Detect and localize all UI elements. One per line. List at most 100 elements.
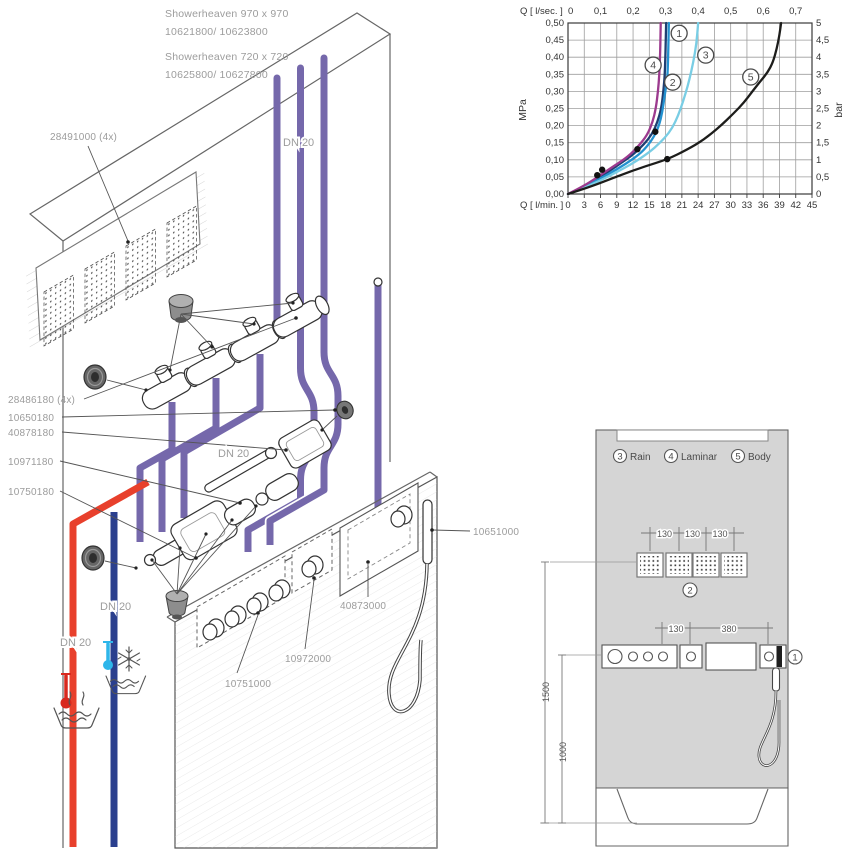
y-right-tick: 0,5 bbox=[816, 172, 829, 183]
callout-circle-2 bbox=[682, 582, 698, 598]
flow-dot bbox=[664, 155, 671, 163]
product-codes-2: 10625800/ 10627800 bbox=[165, 69, 268, 81]
porter-knob bbox=[390, 505, 413, 528]
label-thermostat-module: 40878180 bbox=[8, 428, 54, 439]
x-bottom-tick: 15 bbox=[644, 200, 655, 211]
x-top-tick: 0,1 bbox=[594, 6, 607, 17]
y-right-tick: 3 bbox=[816, 86, 821, 97]
jet-field-2 bbox=[84, 251, 115, 324]
x-bottom-axis-label: Q [ l/min. ] bbox=[520, 200, 563, 211]
x-bottom-tick: 36 bbox=[758, 200, 769, 211]
hand-shower-bar bbox=[422, 499, 433, 565]
y-left-tick: 0,25 bbox=[546, 104, 565, 115]
plug-fan-lines-lower bbox=[151, 505, 257, 595]
x-bottom-tick: 24 bbox=[693, 200, 704, 211]
label-dn20-hot: DN 20 bbox=[60, 637, 91, 649]
x-bottom-tick: 9 bbox=[614, 200, 619, 211]
front-wall-corner bbox=[166, 616, 176, 623]
jet-field-1 bbox=[43, 274, 74, 347]
y-left-tick: 0,50 bbox=[546, 18, 565, 29]
label-basic-set: 10971180 bbox=[8, 457, 54, 468]
legend-num-rain: 3 bbox=[617, 452, 622, 463]
curve-label-num-4: 4 bbox=[650, 60, 656, 72]
y-left-tick: 0,35 bbox=[546, 69, 565, 80]
y-left-tick: 0,05 bbox=[546, 172, 565, 183]
product-name-1: Showerheaven 970 x 970 bbox=[165, 8, 289, 20]
y-left-tick: 0,45 bbox=[546, 35, 565, 46]
x-top-tick: 0,3 bbox=[659, 6, 672, 17]
x-top-tick: 0,7 bbox=[789, 6, 802, 17]
pipe-elbow-fitting bbox=[373, 277, 383, 287]
blank-plate-inner bbox=[347, 493, 411, 580]
y-left-tick: 0,15 bbox=[546, 138, 565, 149]
front-wall-corner bbox=[429, 471, 438, 478]
y-right-axis-label: bar bbox=[833, 102, 845, 118]
legend-label-laminar: Laminar bbox=[681, 452, 718, 463]
hot-water-pipe bbox=[69, 478, 150, 847]
iso-text-labels: Showerheaven 970 x 970 10621800/ 1062380… bbox=[8, 8, 519, 690]
jet-field-3 bbox=[125, 228, 156, 301]
y-left-tick: 0,00 bbox=[546, 189, 565, 200]
cold-thermometer-icon bbox=[103, 641, 113, 670]
curve-label-circle-1 bbox=[670, 24, 688, 42]
plug-knob-10650180 bbox=[320, 400, 354, 432]
x-bottom-tick: 39 bbox=[774, 200, 785, 211]
flow-dot bbox=[634, 145, 641, 153]
weave-pipe-2 bbox=[266, 306, 342, 545]
x-top-tick: 0 bbox=[568, 6, 573, 17]
shutoff-handle-knob bbox=[83, 364, 148, 392]
x-bottom-tick: 6 bbox=[598, 200, 603, 211]
x-bottom-tick: 27 bbox=[709, 200, 720, 211]
y-right-tick: 1,5 bbox=[816, 138, 829, 149]
dim-spray-2: 130 bbox=[685, 529, 700, 539]
plot-border bbox=[567, 22, 813, 195]
manifold-right-cylinder bbox=[265, 473, 299, 501]
curve-label-circle-3 bbox=[697, 46, 715, 64]
label-dn20-cold: DN 20 bbox=[100, 601, 131, 613]
control-panel bbox=[601, 642, 787, 671]
hose-highlight bbox=[388, 563, 428, 713]
callout-2-num: 2 bbox=[687, 586, 692, 597]
elevation-drawing: 3 Rain 4 Laminar 5 Body 130 130 130 bbox=[540, 429, 803, 847]
legend-num-laminar: 4 bbox=[668, 452, 673, 463]
dim-spray-3: 130 bbox=[712, 529, 727, 539]
y-right-tick: 2 bbox=[816, 121, 821, 132]
label-shutoff-valves: 28486180 (4x) bbox=[8, 395, 75, 406]
x-bottom-tick: 45 bbox=[807, 200, 818, 211]
snowflake-icon bbox=[117, 646, 141, 672]
trim-set-isometric bbox=[196, 482, 433, 714]
callout-circle-1 bbox=[787, 649, 803, 665]
legend-num-body: 5 bbox=[735, 452, 740, 463]
spray-mode-legend: 3 Rain 4 Laminar 5 Body bbox=[612, 448, 771, 464]
x-bottom-tick: 0 bbox=[565, 200, 570, 211]
bathtub bbox=[595, 787, 789, 847]
y-left-tick: 0,30 bbox=[546, 86, 565, 97]
label-valve-trim: 10972000 bbox=[285, 654, 331, 665]
flow-curve-5 bbox=[566, 21, 783, 196]
curve-label-num-5: 5 bbox=[748, 72, 754, 84]
label-blank-plate: 40873000 bbox=[340, 601, 386, 612]
y-left-tick: 0,20 bbox=[546, 121, 565, 132]
hot-water-basin-icon bbox=[53, 691, 100, 729]
water-temperature-icons bbox=[53, 641, 147, 729]
plug-cap-lower bbox=[150, 504, 258, 620]
y-right-tick: 4 bbox=[816, 52, 821, 63]
plug-fan-lines bbox=[169, 302, 294, 371]
curve-label-num-2: 2 bbox=[670, 77, 676, 89]
x-bottom-tick: 21 bbox=[677, 200, 688, 211]
hand-shower-holder bbox=[776, 646, 782, 667]
y-right-tick: 4,5 bbox=[816, 35, 829, 46]
manifold-handle-knob bbox=[81, 545, 138, 571]
y-left-axis-label: MPa bbox=[517, 99, 529, 121]
elevation-wall bbox=[595, 429, 789, 789]
dim-spray-1: 130 bbox=[657, 529, 672, 539]
y-right-tick: 3,5 bbox=[816, 69, 829, 80]
height-dimensions: 1500 1000 bbox=[540, 561, 637, 824]
manifold-cross-fitting bbox=[255, 492, 269, 506]
curve-label-num-1: 1 bbox=[676, 28, 682, 40]
plug-cap-exploded bbox=[168, 294, 295, 372]
x-top-tick: 0,6 bbox=[757, 6, 770, 17]
curve-label-num-3: 3 bbox=[703, 50, 709, 62]
